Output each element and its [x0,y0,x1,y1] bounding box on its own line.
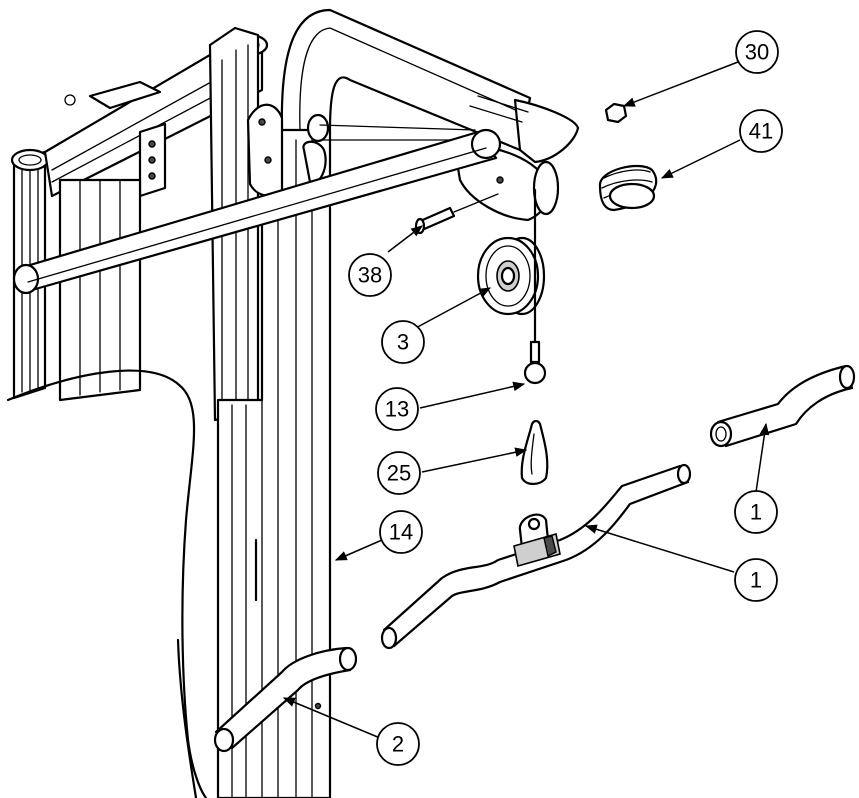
callout-30: 30 [735,30,779,74]
callout-14: 14 [379,510,423,554]
callout-14-label: 14 [389,520,413,545]
callout-38-label: 38 [358,263,382,288]
callout-2: 2 [376,722,420,766]
pulley-plate [246,103,560,222]
end-cap [598,165,658,212]
callout-41-label: 41 [749,119,773,144]
callout-1b-label: 1 [750,568,762,593]
callout-1-single-handle: 1 [734,490,778,534]
foreground-outline [6,369,208,798]
curl-bar [380,463,692,650]
callout-38: 38 [348,253,392,297]
callout-25: 25 [377,451,421,495]
main-upright [216,8,580,798]
callout-30-label: 30 [745,40,769,65]
callout-1-curl-bar: 1 [734,558,778,602]
leader-lines [282,61,770,739]
nut [604,102,628,124]
callout-41: 41 [739,109,783,153]
single-handle [709,364,856,448]
pulley [476,188,547,385]
callout-13-label: 13 [385,397,409,422]
callout-2-label: 2 [392,732,404,757]
callout-3-label: 3 [397,330,409,355]
callout-1a-label: 1 [750,500,762,525]
crossbar [12,128,502,295]
callout-13: 13 [375,387,419,431]
callout-3: 3 [381,320,425,364]
clip [520,419,549,486]
callout-25-label: 25 [387,461,411,486]
